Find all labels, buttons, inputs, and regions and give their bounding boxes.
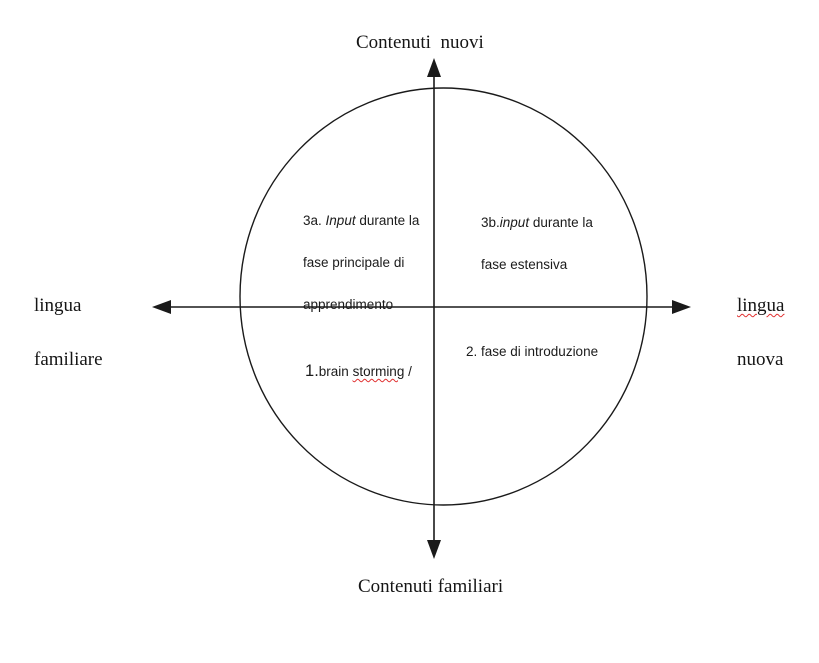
quadrant-3a-italic: Input [325, 213, 356, 228]
axis-label-right-line1: lingua [737, 295, 785, 316]
axis-label-right-line2: nuova [737, 349, 784, 370]
quadrant-3a-tail: durante la [355, 213, 420, 228]
axis-label-left-line2: familiare [34, 349, 103, 370]
arrowhead-down-icon [427, 540, 441, 559]
axis-label-right: lingua nuova [718, 265, 785, 400]
quadrant-1-number: 1. [305, 362, 319, 380]
quadrant-3a-line3: apprendimento [303, 297, 394, 312]
quadrant-1-post: / [404, 364, 412, 379]
quadrant-3a-label: 3a. Input durante la fase principale di … [288, 189, 419, 336]
axis-label-left-line1: lingua [34, 295, 82, 316]
quadrant-3a-lead: 3a. [303, 213, 326, 228]
quadrant-3b-lead: 3b. [481, 215, 500, 230]
quadrant-circle [239, 87, 648, 506]
quadrant-3b-tail: durante la [529, 215, 593, 230]
arrowhead-up-icon [427, 58, 441, 77]
quadrant-1-label: 1.brain storming / [290, 340, 412, 403]
quadrant-3b-italic: input [499, 215, 530, 230]
quadrant-1-misspelled-word: storming [352, 364, 405, 379]
axis-label-top: Contenuti nuovi [356, 32, 484, 53]
axis-label-left: lingua familiare [15, 265, 103, 400]
axis-label-bottom: Contenuti familiari [358, 576, 504, 597]
quadrant-3a-line2: fase principale di [303, 255, 405, 270]
arrowhead-right-icon [672, 300, 691, 314]
quadrant-1-pre: brain [318, 364, 353, 379]
quadrant-3b-label: 3b.input durante la fase estensiva [466, 191, 593, 296]
arrowhead-left-icon [152, 300, 171, 314]
quadrant-2-label: 2. fase di introduzione [466, 344, 599, 359]
quadrant-3b-line2: fase estensiva [481, 257, 568, 272]
